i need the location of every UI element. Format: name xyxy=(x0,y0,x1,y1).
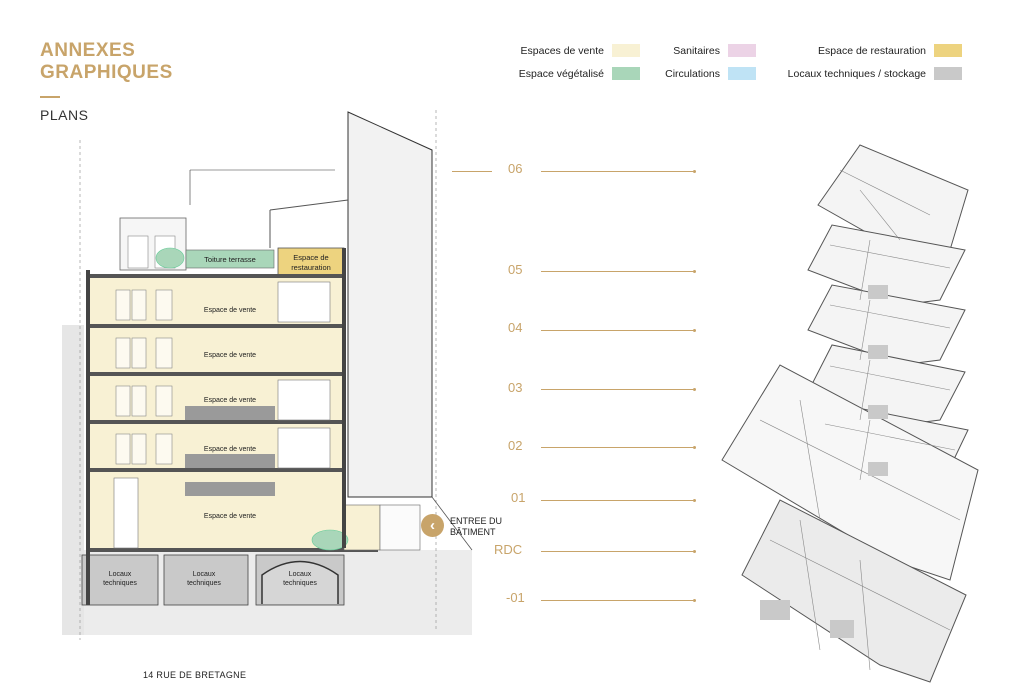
toiture-terrasse xyxy=(185,249,275,269)
locaux-label-1b: techniques xyxy=(103,580,137,587)
espace-restauration xyxy=(277,247,345,277)
page-title: ANNEXES GRAPHIQUES xyxy=(40,40,173,84)
vente-label-02: Espace de vente xyxy=(204,446,256,453)
legend-item-restauration: Espace de restauration xyxy=(780,45,926,57)
restauration-label-2: restauration xyxy=(291,263,331,272)
vente-label-05: Espace de vente xyxy=(204,307,256,314)
legend-label: Locaux techniques / stockage xyxy=(787,68,926,80)
level-dot-02 xyxy=(693,446,696,449)
restauration-label-1: Espace de xyxy=(293,253,328,262)
neighbour-left xyxy=(62,325,84,635)
locaux-label-1a: Locaux xyxy=(109,571,132,578)
locaux-label-2b: techniques xyxy=(187,580,221,587)
legend-item-circulations: Circulations xyxy=(640,68,720,80)
title-divider xyxy=(40,96,60,98)
legend-label: Espace de restauration xyxy=(818,45,926,57)
legend-swatch-locaux xyxy=(934,67,962,80)
entree-line-2: BÂTIMENT xyxy=(450,527,496,537)
level-line-03 xyxy=(541,389,693,390)
entree-chevron-icon: ‹ xyxy=(421,514,444,537)
level-line-minus-01 xyxy=(541,600,693,601)
vente-label-04: Espace de vente xyxy=(204,352,256,359)
legend-swatch-vente xyxy=(612,44,640,57)
title-line-2: GRAPHIQUES xyxy=(40,62,173,83)
level-dot-rdc xyxy=(693,550,696,553)
level-label-01: 01 xyxy=(511,490,526,505)
legend-label: Espaces de vente xyxy=(520,45,604,57)
legend-swatch-vegetalise xyxy=(612,67,640,80)
level-line-05 xyxy=(541,271,693,272)
legend-swatch-sanitaires xyxy=(728,44,756,57)
level-label-02: 02 xyxy=(508,438,523,453)
level-dot-06 xyxy=(693,170,696,173)
locaux-label-3b: techniques xyxy=(283,580,317,587)
toiture-label: Toiture terrasse xyxy=(204,255,256,264)
legend-label: Sanitaires xyxy=(673,45,720,57)
legend-item-locaux-techniques: Locaux techniques / stockage xyxy=(760,68,926,80)
level-label-04: 04 xyxy=(508,320,523,335)
level-line-rdc xyxy=(541,551,693,552)
address-label: 14 RUE DE BRETAGNE xyxy=(143,670,247,680)
level-dot-minus-01 xyxy=(693,599,696,602)
level-label-rdc: RDC xyxy=(494,542,523,557)
entree-label: ENTREE DU BÂTIMENT xyxy=(450,516,502,538)
page-subtitle: PLANS xyxy=(40,107,89,123)
legend-swatch-circulations xyxy=(728,67,756,80)
level-label-05: 05 xyxy=(508,262,523,277)
legend-item-espaces-de-vente: Espaces de vente xyxy=(500,45,604,57)
legend-swatch-restauration xyxy=(934,44,962,57)
level-dot-04 xyxy=(693,329,696,332)
vente-label-03: Espace de vente xyxy=(204,397,256,404)
level-line-01 xyxy=(541,500,693,501)
entree-line-1: ENTREE DU xyxy=(450,516,503,526)
level-line-02 xyxy=(541,447,693,448)
level-leader-06 xyxy=(452,171,492,172)
legend-item-sanitaires: Sanitaires xyxy=(640,45,720,57)
title-line-1: ANNEXES xyxy=(40,40,136,61)
plan-minus-01 xyxy=(741,499,967,683)
legend-label: Espace végétalisé xyxy=(518,68,604,80)
level-label-06: 06 xyxy=(508,161,523,176)
level-dot-03 xyxy=(693,388,696,391)
level-dot-01 xyxy=(693,499,696,502)
legend-item-vegetalise: Espace végétalisé xyxy=(490,68,604,80)
level-label-03: 03 xyxy=(508,380,523,395)
locaux-label-2a: Locaux xyxy=(193,571,216,578)
level-label-minus-01: -01 xyxy=(506,590,525,605)
legend-label: Circulations xyxy=(665,68,720,80)
level-dot-05 xyxy=(693,270,696,273)
locaux-label-3a: Locaux xyxy=(289,571,312,578)
level-line-06 xyxy=(541,171,693,172)
level-line-04 xyxy=(541,330,693,331)
vente-label-rdc: Espace de vente xyxy=(204,513,256,520)
